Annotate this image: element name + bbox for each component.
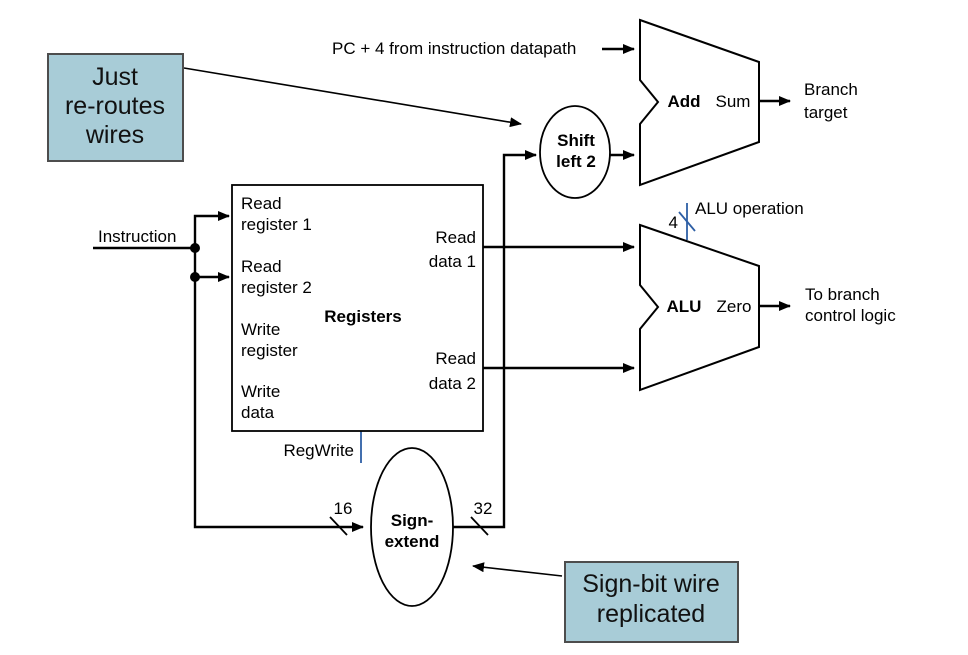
registers-title: Registers bbox=[324, 307, 401, 326]
instruction-label: Instruction bbox=[98, 227, 176, 246]
alu-shape bbox=[639, 223, 760, 392]
alu-operation-label: ALU operation bbox=[695, 199, 804, 218]
port-read-register-2-line2: register 2 bbox=[241, 278, 312, 297]
port-write-data-line2: data bbox=[241, 403, 275, 422]
port-write-register-line2: register bbox=[241, 341, 298, 360]
sign-extend-line1: Sign- bbox=[391, 511, 434, 530]
shift-left-2-line1: Shift bbox=[557, 131, 595, 150]
bus-width-slash-4 bbox=[678, 211, 696, 232]
alu-unit: ALU Zero bbox=[639, 223, 760, 392]
junction-dot-read-register-2 bbox=[190, 272, 200, 282]
alu-label: ALU bbox=[667, 297, 702, 316]
port-read-register-2-line1: Read bbox=[241, 257, 282, 276]
alu-control-width-label: 4 bbox=[669, 213, 678, 232]
callout-signbit-line2: replicated bbox=[597, 600, 705, 628]
wire-read-register-1 bbox=[193, 211, 230, 248]
regwrite-label: RegWrite bbox=[283, 441, 354, 460]
branch-target-line1: Branch bbox=[804, 80, 858, 99]
sign-extend-unit: Sign- extend bbox=[370, 447, 454, 607]
bus-width-slash-16 bbox=[329, 516, 348, 536]
callout-reroutes-box bbox=[47, 53, 184, 162]
shift-left-2-line2: left 2 bbox=[556, 152, 596, 171]
callout-sign-bit-wire-replicated: Sign-bit wire replicated bbox=[564, 561, 739, 643]
callout-reroutes-line1: Just bbox=[92, 63, 138, 91]
sign-extend-line2: extend bbox=[385, 532, 440, 551]
callout-reroutes-pointer-arrow bbox=[183, 67, 522, 128]
port-write-data-line1: Write bbox=[241, 382, 280, 401]
registers-unit: Read register 1 Read register 2 Write re… bbox=[231, 184, 484, 460]
callout-signbit-line1: Sign-bit wire bbox=[582, 570, 720, 598]
callout-signbit-box bbox=[564, 561, 739, 643]
branch-target-line2: target bbox=[804, 103, 848, 122]
port-read-register-1-line2: register 1 bbox=[241, 215, 312, 234]
junction-dot-read-register-1 bbox=[190, 243, 200, 253]
port-read-register-1-line1: Read bbox=[241, 194, 282, 213]
adder-label: Add bbox=[667, 92, 700, 111]
port-read-data-1-line2: data 1 bbox=[429, 252, 476, 271]
callout-reroutes-line3: wires bbox=[85, 121, 144, 149]
port-read-data-2-line1: Read bbox=[435, 349, 476, 368]
registers-box bbox=[231, 184, 484, 432]
adder-unit: Add Sum bbox=[639, 18, 760, 187]
callout-reroutes-line2: re-routes bbox=[65, 92, 165, 120]
shift-left-2-shape bbox=[539, 105, 611, 199]
port-read-data-2-line2: data 2 bbox=[429, 374, 476, 393]
bus-width-32-label: 32 bbox=[474, 499, 493, 518]
branch-control-line2: control logic bbox=[805, 306, 896, 325]
port-write-register-line1: Write bbox=[241, 320, 280, 339]
sign-extend-shape bbox=[370, 447, 454, 607]
callout-just-reroutes-wires: Just re-routes wires bbox=[47, 53, 184, 162]
wire-instruction-to-sign-extend bbox=[193, 248, 364, 532]
bus-width-16-label: 16 bbox=[334, 499, 353, 518]
branch-control-line1: To branch bbox=[805, 285, 880, 304]
pc4-label: PC + 4 from instruction datapath bbox=[332, 39, 576, 58]
callout-signbit-pointer-arrow bbox=[472, 562, 563, 577]
port-read-data-1-line1: Read bbox=[435, 228, 476, 247]
adder-sum-label: Sum bbox=[716, 92, 751, 111]
alu-zero-label: Zero bbox=[717, 297, 752, 316]
shift-left-2-unit: Shift left 2 bbox=[539, 105, 611, 199]
adder-shape bbox=[639, 18, 760, 187]
wire-sign-extend-to-shift-left-2 bbox=[453, 150, 537, 529]
bus-width-slash-32 bbox=[470, 516, 489, 536]
